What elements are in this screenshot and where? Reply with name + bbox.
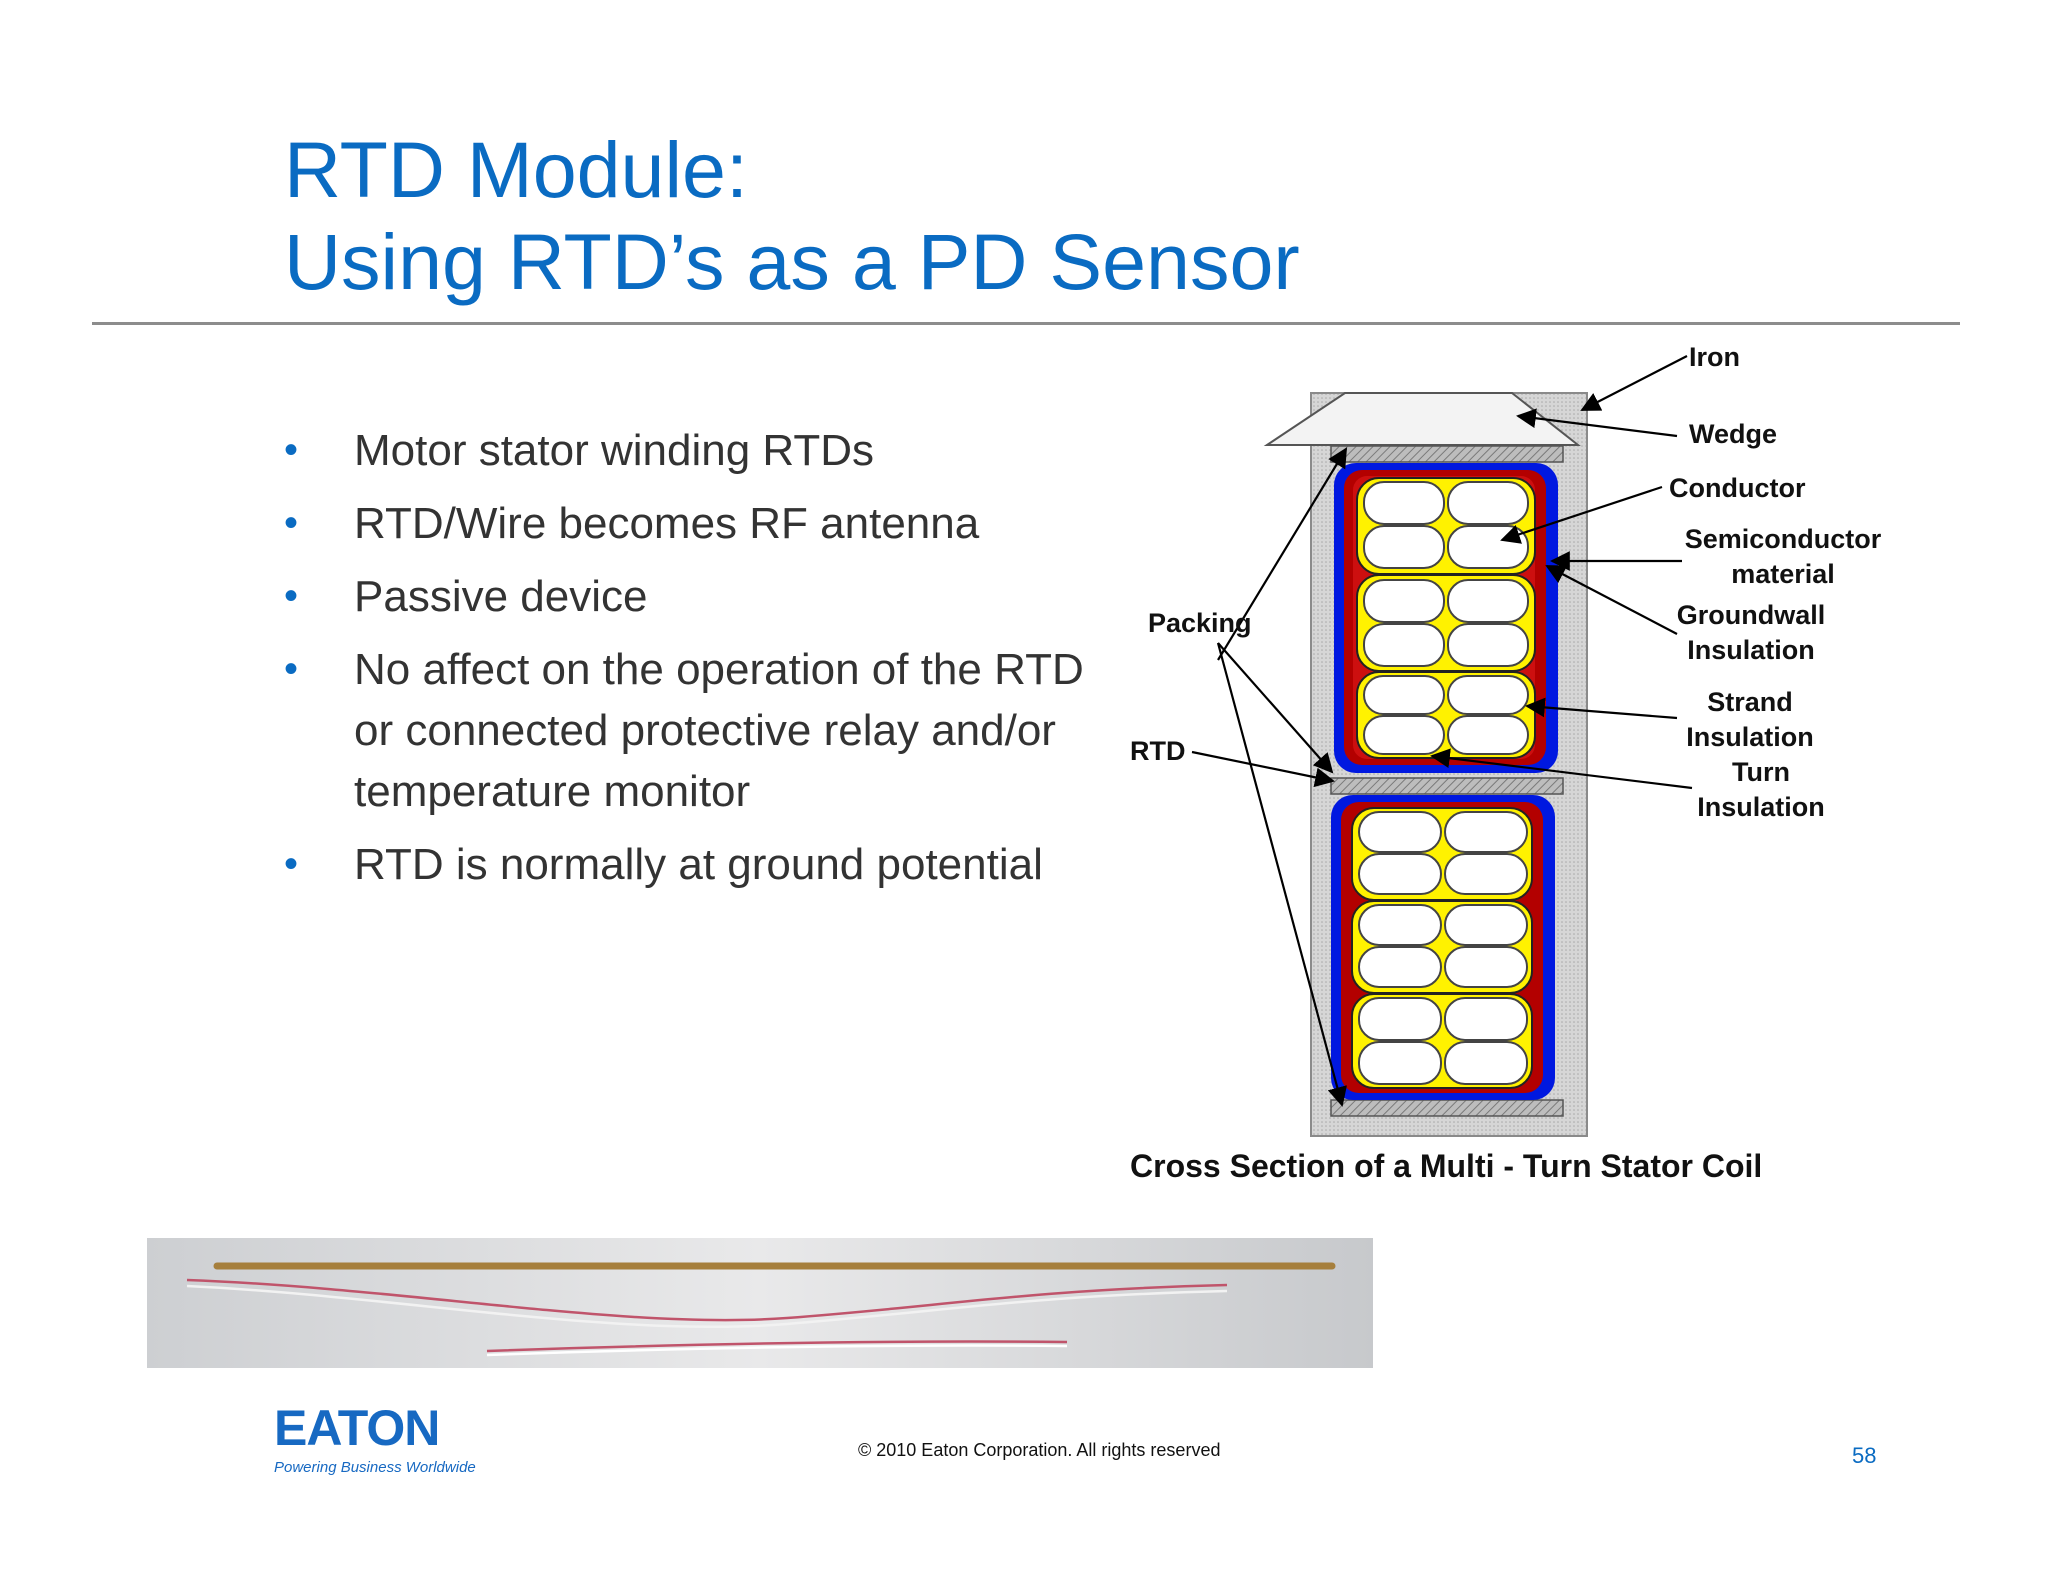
packing-strip-bottom bbox=[1330, 1099, 1564, 1117]
bullet-dot: • bbox=[284, 501, 299, 545]
bullet-text: RTD is normally at ground potential bbox=[354, 840, 1043, 889]
diagram-caption: Cross Section of a Multi - Turn Stator C… bbox=[1130, 1148, 1762, 1180]
bullet-item: • RTD/Wire becomes RF antenna bbox=[284, 493, 1084, 554]
slide-title-line-2: Using RTD’s as a PD Sensor bbox=[284, 217, 1300, 306]
bullet-item: • No affect on the operation of the RTD o… bbox=[284, 639, 1084, 822]
bullet-text: Motor stator winding RTDs bbox=[354, 426, 875, 475]
bullet-dot: • bbox=[284, 574, 299, 618]
label-semiconductor-1: Semiconductor bbox=[1685, 524, 1882, 554]
bullet-item: • RTD is normally at ground potential bbox=[284, 834, 1084, 895]
logo-tagline: Powering Business Worldwide bbox=[274, 1459, 476, 1476]
packing-strip-top bbox=[1330, 445, 1564, 463]
page-number: 58 bbox=[1852, 1443, 1877, 1468]
label-turn-1: Turn bbox=[1732, 757, 1790, 787]
label-iron: Iron bbox=[1689, 342, 1740, 372]
copyright-notice: © 2010 Eaton Corporation. All rights res… bbox=[858, 1440, 1221, 1460]
packing-strip-rtd bbox=[1330, 777, 1564, 795]
label-conductor: Conductor bbox=[1669, 473, 1806, 503]
eaton-logo: EATON Powering Business Worldwide bbox=[274, 1403, 484, 1483]
label-wedge: Wedge bbox=[1689, 419, 1777, 449]
label-semiconductor-2: material bbox=[1731, 559, 1835, 589]
wedge-shape bbox=[1263, 392, 1581, 446]
label-turn-2: Insulation bbox=[1697, 792, 1825, 822]
top-coil bbox=[1334, 463, 1558, 773]
slide-title: RTD Module: Using RTD’s as a PD Sensor bbox=[284, 124, 1300, 308]
bullet-list: • Motor stator winding RTDs • RTD/Wire bec… bbox=[284, 420, 1084, 907]
bullet-text: No affect on the operation of the RTD or… bbox=[354, 645, 1084, 816]
bullet-item: • Passive device bbox=[284, 566, 1084, 627]
bullet-item: • Motor stator winding RTDs bbox=[284, 420, 1084, 481]
slide-title-line-1: RTD Module: bbox=[284, 125, 748, 214]
bullet-text: Passive device bbox=[354, 572, 648, 621]
bottom-coil bbox=[1331, 795, 1555, 1100]
label-rtd: RTD bbox=[1130, 736, 1186, 766]
bullet-dot: • bbox=[284, 428, 299, 472]
rtd-wire-photo bbox=[147, 1238, 1373, 1368]
bullet-dot: • bbox=[284, 647, 299, 691]
bullet-text: RTD/Wire becomes RF antenna bbox=[354, 499, 980, 548]
label-strand-1: Strand bbox=[1707, 687, 1793, 717]
label-strand-2: Insulation bbox=[1686, 722, 1814, 752]
bullet-dot: • bbox=[284, 842, 299, 886]
label-packing: Packing bbox=[1148, 608, 1252, 638]
stator-coil-diagram: Iron Wedge Conductor Semiconductor mater… bbox=[1130, 342, 1882, 1180]
label-groundwall-2: Insulation bbox=[1687, 635, 1815, 665]
title-divider bbox=[92, 322, 1960, 325]
label-groundwall-1: Groundwall bbox=[1677, 600, 1826, 630]
logo-wordmark: EATON bbox=[274, 1400, 440, 1456]
leader-arrows bbox=[1191, 355, 1693, 1107]
